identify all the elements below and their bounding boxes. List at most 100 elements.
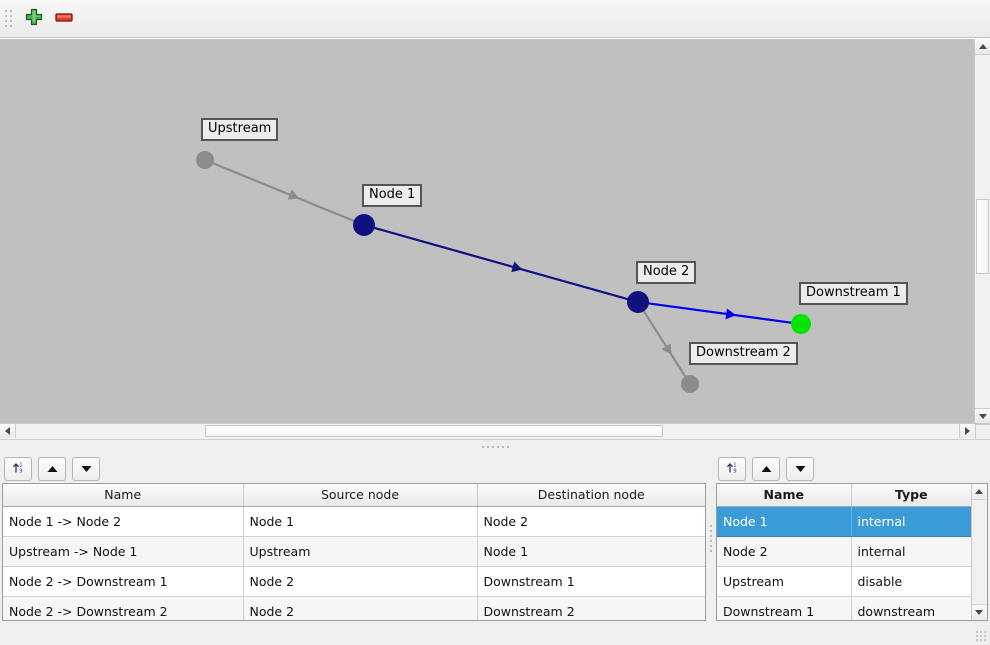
graph-node-node2[interactable]	[627, 291, 649, 313]
nodes-scroll-up-button[interactable]	[972, 484, 986, 500]
edges-cell-source-node: Upstream	[243, 536, 478, 567]
scroll-up-button[interactable]	[975, 39, 990, 55]
plus-icon	[24, 7, 44, 30]
canvas-horizontal-scroll-thumb[interactable]	[205, 425, 663, 437]
edge-arrowhead-icon	[725, 308, 737, 320]
graph-edge-node1-node2[interactable]	[373, 226, 629, 301]
edges-pane: 1 9	[0, 454, 708, 623]
edges-column-header-1[interactable]: Source node	[243, 484, 478, 507]
nodes-cell-type: internal	[851, 536, 971, 567]
status-footer	[0, 623, 990, 645]
graph-diagram[interactable]	[0, 39, 975, 424]
edge-arrowhead-icon	[287, 189, 300, 200]
graph-node-downstream2[interactable]	[681, 375, 699, 393]
edges-cell-destination-node: Downstream 2	[477, 596, 705, 620]
canvas-horizontal-scrollbar[interactable]	[0, 423, 990, 439]
edge-line	[373, 226, 629, 301]
edges-cell-name: Node 2 -> Downstream 2	[3, 596, 244, 620]
triangle-right-icon	[965, 427, 970, 435]
nodes-cell-type: disable	[851, 566, 971, 597]
nodes-cell-type: internal	[851, 506, 971, 537]
remove-node-button[interactable]	[49, 5, 79, 33]
toolbar-drag-handle[interactable]	[4, 8, 13, 30]
resize-grip-icon[interactable]	[976, 631, 988, 643]
add-node-button[interactable]	[19, 5, 49, 33]
triangle-left-icon	[5, 427, 10, 435]
graph-edge-node2-downstream1[interactable]	[647, 302, 793, 324]
nodes-cell-name: Node 2	[717, 536, 852, 567]
edges-column-header-0[interactable]: Name	[3, 484, 244, 507]
nodes-column-header-0[interactable]: Name	[717, 484, 852, 507]
svg-text:9: 9	[19, 468, 22, 474]
edges-column-header-2[interactable]: Destination node	[477, 484, 705, 507]
edges-move-up-button[interactable]	[38, 457, 66, 481]
nodes-move-down-button[interactable]	[786, 457, 814, 481]
vertical-splitter[interactable]	[708, 454, 714, 623]
triangle-up-icon	[46, 462, 59, 477]
graph-node-label-downstream1[interactable]: Downstream 1	[799, 282, 908, 305]
scroll-left-button[interactable]	[0, 424, 16, 438]
horizontal-splitter[interactable]	[0, 439, 990, 454]
nodes-sort-button[interactable]: 1 9	[718, 457, 746, 481]
nodes-move-up-button[interactable]	[752, 457, 780, 481]
edges-cell-name: Upstream -> Node 1	[3, 536, 244, 567]
edges-move-down-button[interactable]	[72, 457, 100, 481]
edges-toolbar: 1 9	[0, 454, 708, 483]
edges-sort-button[interactable]: 1 9	[4, 457, 32, 481]
graph-node-downstream1[interactable]	[791, 314, 811, 334]
triangle-down-icon	[975, 610, 983, 615]
graph-node-label-node2[interactable]: Node 2	[636, 261, 697, 284]
edge-line	[642, 309, 687, 378]
nodes-table-scrollbar[interactable]	[971, 484, 987, 620]
nodes-cell-name: Downstream 1	[717, 596, 852, 620]
triangle-up-icon	[975, 489, 983, 494]
canvas-vertical-scrollbar[interactable]	[974, 39, 990, 424]
main-toolbar	[0, 0, 990, 38]
splitter-grip-icon	[481, 446, 509, 448]
sort-icon: 1 9	[11, 460, 26, 478]
canvas-vertical-scroll-thumb[interactable]	[976, 199, 989, 274]
edges-cell-source-node: Node 2	[243, 566, 478, 597]
graph-node-node1[interactable]	[353, 214, 375, 236]
edge-arrowhead-icon	[511, 261, 523, 273]
graph-node-label-downstream2[interactable]: Downstream 2	[689, 342, 798, 365]
graph-edge-upstream-node1[interactable]	[211, 162, 356, 223]
edge-line	[211, 162, 356, 223]
nodes-column-header-1[interactable]: Type	[851, 484, 971, 507]
triangle-up-icon	[760, 462, 773, 477]
nodes-pane: 1 9	[714, 454, 990, 623]
scroll-right-button[interactable]	[959, 424, 975, 438]
scrollbar-corner	[975, 424, 990, 439]
edges-cell-name: Node 1 -> Node 2	[3, 506, 244, 537]
graph-node-label-node1[interactable]: Node 1	[362, 184, 423, 207]
graph-edge-node2-downstream2[interactable]	[642, 309, 687, 378]
minus-icon	[53, 7, 75, 30]
nodes-cell-name: Upstream	[717, 566, 852, 597]
nodes-toolbar: 1 9	[714, 454, 990, 483]
graph-node-label-upstream[interactable]: Upstream	[201, 118, 279, 141]
graph-node-upstream[interactable]	[196, 151, 214, 169]
triangle-down-icon	[80, 462, 93, 477]
triangle-up-icon	[978, 44, 987, 49]
nodes-scroll-down-button[interactable]	[972, 604, 986, 620]
scroll-down-button[interactable]	[975, 408, 990, 424]
bottom-panes: 1 9	[0, 454, 990, 623]
